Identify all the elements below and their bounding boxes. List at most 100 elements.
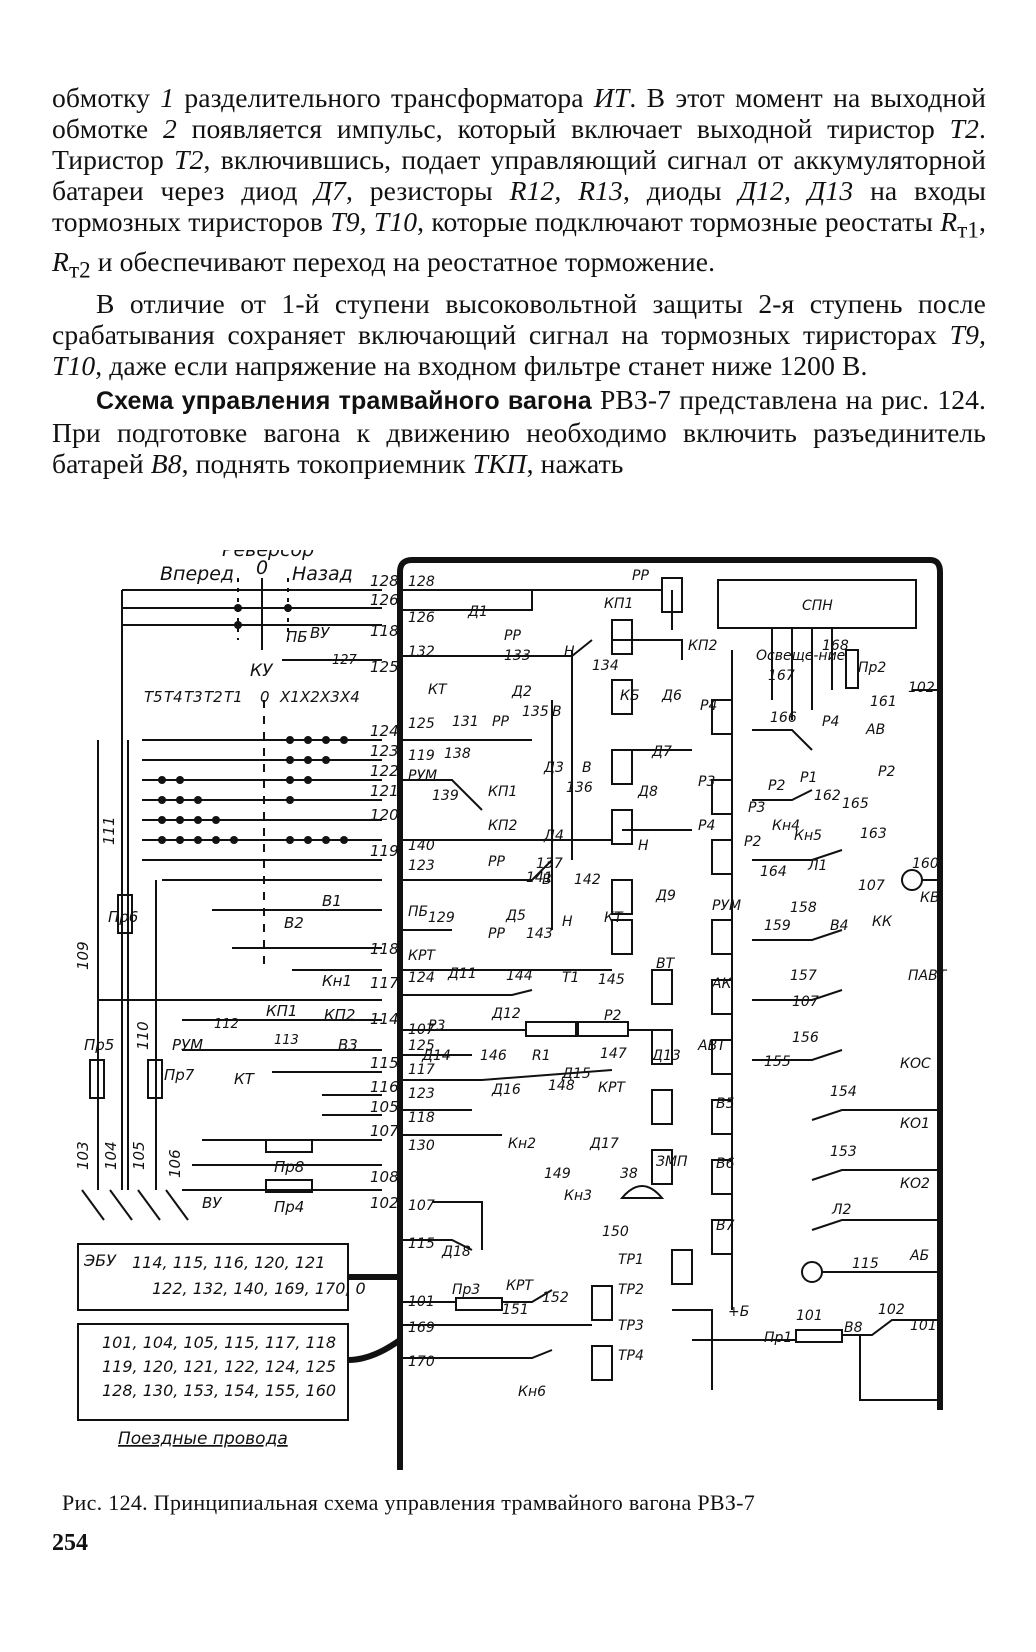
wire-label: 118 [370,622,399,640]
circuit-diagram: Реверсор Вперед 0 Назад КУ Т5 Т4 Т3 Т2 Т… [74,550,948,1470]
reversor-zero: 0 [256,557,268,579]
inner-component-label: ПАВТ [908,968,948,984]
inner-component-label: 159 [764,918,791,934]
inner-component-label: 155 [764,1054,791,1070]
wire-label: 128 [370,572,399,590]
wire-label: 121 [370,782,399,800]
inner-component-label: 107 [408,1022,435,1038]
wire-label: 116 [370,1078,399,1096]
ku-pos-x4: Х4 [339,688,360,706]
component-label: 113 [274,1033,299,1048]
inner-component-label: Р1 [800,770,817,786]
body-text: обмотку 1 разделительного трансформатора… [52,82,986,482]
ku-pos-t3: Т3 [184,688,203,706]
train-wires-title: Поездные провода [118,1429,288,1449]
inner-component-label: В7 [716,1218,735,1234]
inner-component-label: ТР2 [618,1282,644,1298]
inner-component-label: Пр3 [452,1282,480,1298]
inner-component-label: 152 [542,1290,569,1306]
ebu-title: ЭБУ [83,1251,117,1270]
inner-component-label: Д12 [491,1006,521,1022]
wire-label: 102 [370,1194,399,1212]
inner-component-label: РР [488,854,505,870]
inner-component-label: Д1 [467,604,488,620]
inner-component-label: 125 [408,1038,435,1054]
inner-component-label: Освеще-ние [756,648,845,664]
inner-component-label: 133 [504,648,531,664]
inner-component-label: 149 [544,1166,571,1182]
inner-component-label: Д15 [561,1066,591,1082]
inner-component-label: Р2 [878,764,895,780]
wire-label: 105 [370,1098,399,1116]
component-label: Пр7 [164,1066,195,1084]
inner-component-label: АБ [909,1248,929,1264]
inner-component-label: 169 [408,1320,435,1336]
inner-component-label: 131 [452,714,479,730]
inner-component-label: 164 [760,864,787,880]
inner-component-label: В [582,760,592,776]
inner-component-label: 157 [790,968,817,984]
inner-component-label: 107 [858,878,885,894]
inner-component-label: 141 [526,870,553,886]
component-label: 112 [214,1017,239,1032]
inner-component-label: 115 [408,1236,435,1252]
inner-component-label: КТ [428,682,448,698]
inner-component-label: КРТ [506,1278,534,1294]
inner-component-label: РР [492,714,509,730]
inner-component-label: 124 [408,970,435,986]
component-label: ВУ [310,624,330,642]
inner-component-label: РР [632,568,649,584]
inner-component-label: Р3 [748,800,765,816]
inner-component-label: 137 [536,856,563,872]
inner-component-label: КП2 [488,818,517,834]
inner-component-label: 129 [428,910,455,926]
inner-component-label: В6 [716,1156,735,1172]
inner-component-label: 123 [408,1086,435,1102]
inner-component-label: ТР3 [618,1318,644,1334]
inner-component-label: 102 [878,1302,905,1318]
inner-component-label: Р2 [604,1008,621,1024]
inner-component-label: 165 [842,796,869,812]
inner-component-label: Кн5 [794,828,822,844]
train-wires-line-1: 101, 104, 105, 115, 117, 118 [102,1333,336,1352]
inner-component-label: Л2 [831,1202,852,1218]
inner-component-label: 101 [796,1308,823,1324]
ku-pos-t4: Т4 [164,688,183,706]
vertical-wire-label: 105 [130,1141,148,1170]
inner-component-label: 161 [870,694,897,710]
inner-component-label: 145 [598,972,625,988]
inner-component-label: 101 [910,1318,937,1334]
inner-component-label: РР [488,926,505,942]
inner-component-label: 168 [822,638,849,654]
inner-component-label: 102 [908,680,935,696]
train-wires-line-3: 128, 130, 153, 154, 155, 160 [102,1381,336,1400]
component-label: Пр5 [84,1036,114,1054]
wire-label: 114 [370,1010,399,1028]
inner-component-label: ВТ [656,956,676,972]
paragraph-3: Схема управления трамвайного вагона РВЗ-… [52,384,987,480]
inner-component-label: Д17 [589,1136,619,1152]
inner-component-label: Н [564,644,575,660]
ku-pos-t2: Т2 [204,688,223,706]
ku-pos-t5: Т5 [144,688,163,706]
ebu-line-1: 114, 115, 116, 120, 121 [132,1253,325,1272]
inner-component-label: Д2 [511,684,532,700]
inner-component-label: Д7 [651,744,672,760]
inner-component-label: 142 [574,872,601,888]
inner-component-label: Р4 [700,698,717,714]
inner-component-label: В5 [716,1096,735,1112]
wire-label: 126 [370,591,399,609]
wire-label: 125 [370,658,399,676]
inner-component-label: Т1 [562,970,579,986]
inner-component-label: КРТ [408,948,436,964]
inner-component-label: 151 [502,1302,529,1318]
paragraph-1: обмотку 1 разделительного трансформатора… [52,82,986,283]
inner-component-label: 158 [790,900,817,916]
inner-component-label: Н [562,914,573,930]
wire-label: 108 [370,1168,399,1186]
wire-label: 124 [370,722,399,740]
inner-component-label: 118 [408,1110,435,1126]
inner-component-label: Д11 [447,966,477,982]
inner-component-label: КК [872,914,893,930]
inner-component-label: КО1 [900,1116,930,1132]
